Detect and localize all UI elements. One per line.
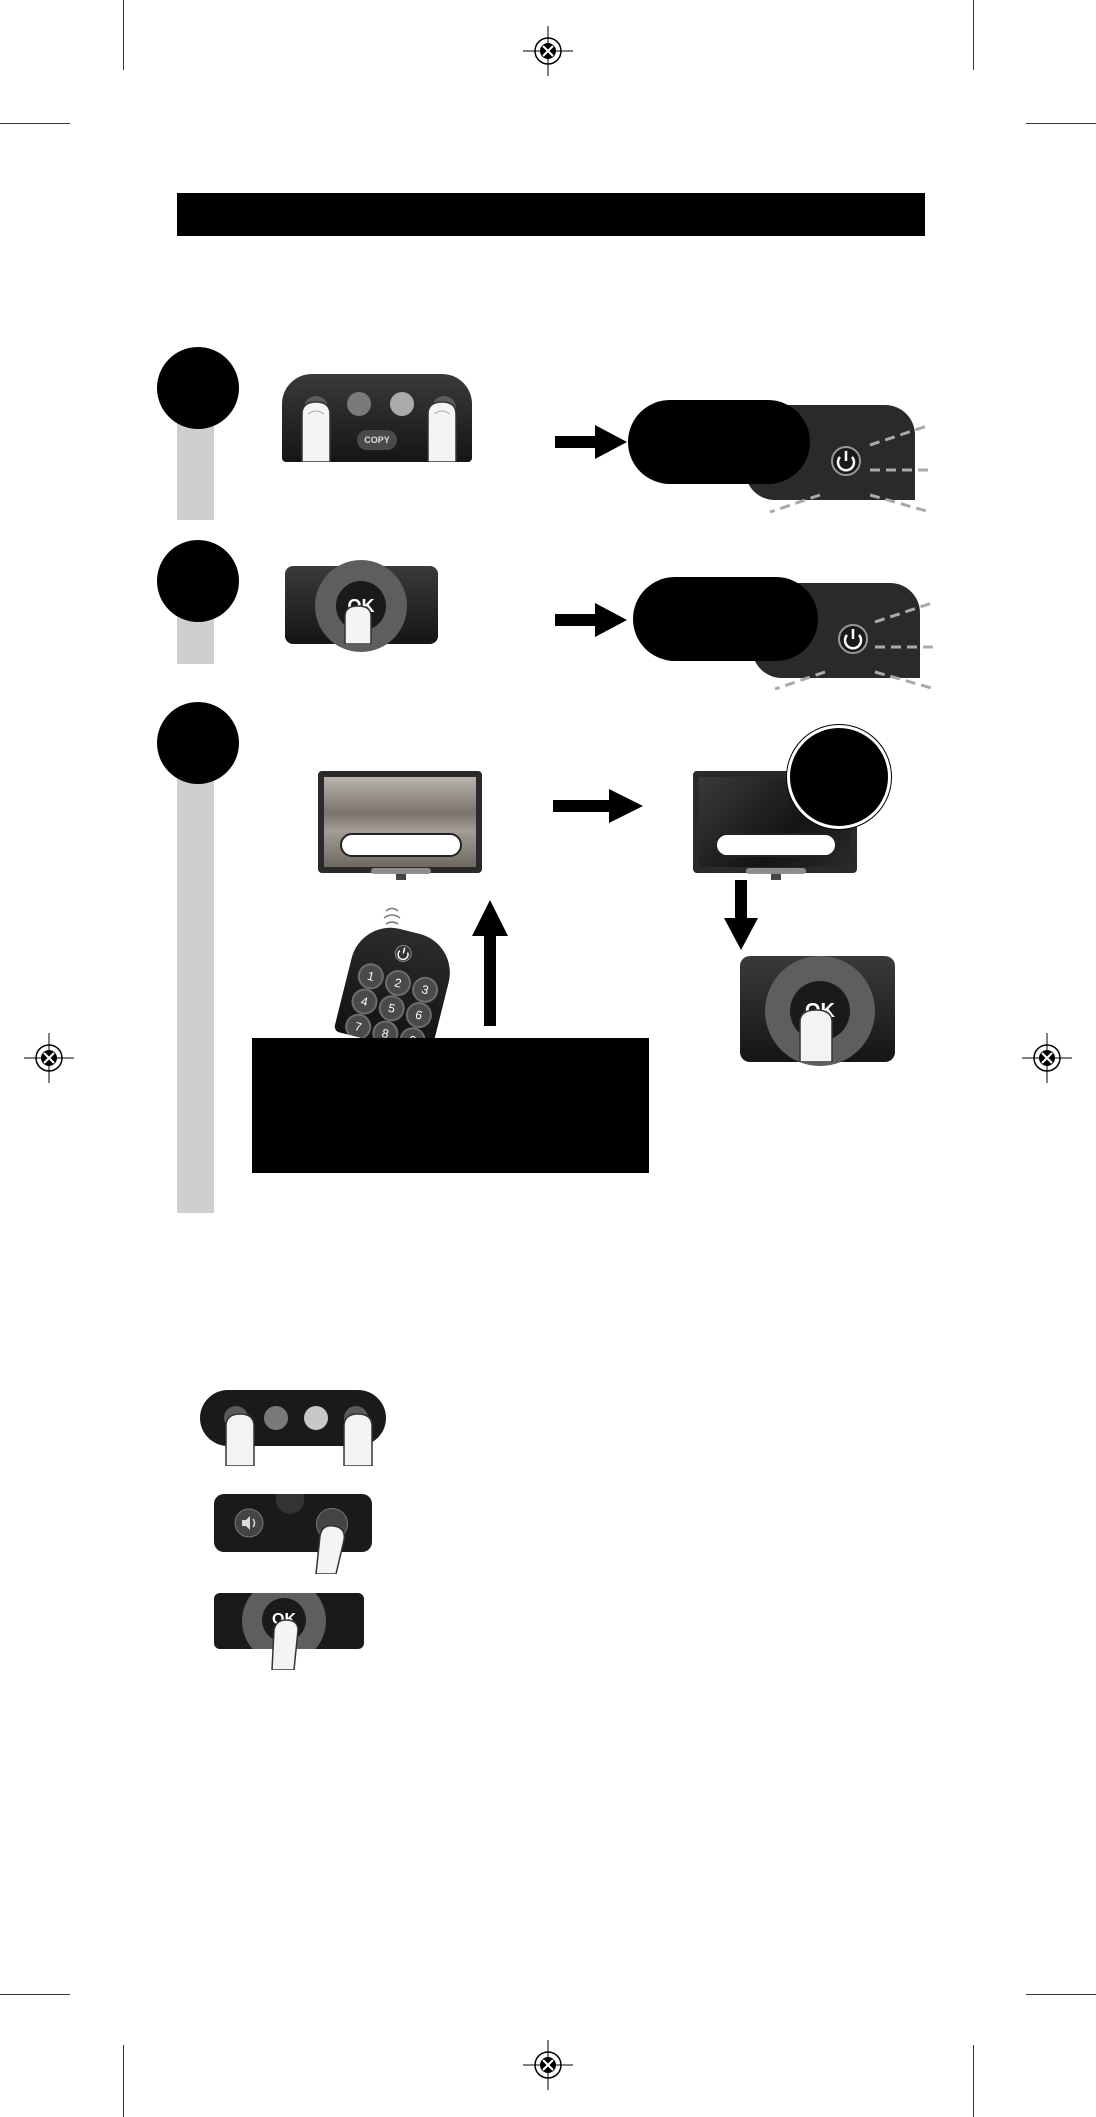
finger-press-icon [301, 401, 331, 462]
keypad-key-label: 4 [359, 993, 370, 1010]
remote-keypad-image: 1 2 3 4 5 6 7 8 9 [333, 919, 459, 1056]
tv-with-picture-image [318, 771, 482, 873]
colour-button-green [264, 1406, 288, 1430]
keypad-key-1: 1 [355, 960, 387, 993]
step-2-circle [157, 540, 239, 622]
remote-colour-keys-image: COPY [282, 374, 472, 462]
tv-neck [771, 868, 781, 880]
keypad-key-6: 6 [403, 999, 435, 1031]
keypad-key-label: 2 [393, 975, 403, 991]
crop-mark-bottom-left-h [0, 1994, 70, 1995]
crop-mark-bottom-left-v [123, 2045, 124, 2117]
arrow-right-icon [553, 789, 643, 823]
title-bar [177, 193, 925, 236]
power-icon [838, 624, 868, 654]
step-1-circle [157, 347, 239, 429]
keypad-key-5: 5 [375, 992, 408, 1025]
crop-mark-bottom-right-h [1026, 1994, 1096, 1995]
step-1-callout [628, 400, 810, 484]
registration-mark-icon [1022, 1033, 1072, 1083]
registration-mark-icon [523, 2040, 573, 2090]
arrow-right-icon [555, 603, 627, 637]
mute-button [276, 1494, 304, 1514]
led-glow-lines [774, 600, 936, 691]
step-3-caption-box [252, 1038, 649, 1173]
crop-mark-top-right-v [973, 0, 974, 70]
keypad-key-label: 3 [420, 982, 431, 998]
copy-button: COPY [357, 430, 397, 450]
step-2-callout [633, 577, 818, 661]
copy-label: COPY [364, 435, 390, 445]
power-icon [831, 446, 861, 476]
finger-press-icon [315, 1524, 346, 1574]
keypad-key-label: 7 [353, 1019, 364, 1035]
colour-button-green [347, 392, 371, 416]
tv-screen-label [715, 833, 837, 857]
tv-stand [371, 868, 431, 874]
ir-signal-icon [383, 907, 401, 925]
arrow-right-icon [555, 425, 627, 459]
power-icon [394, 944, 412, 962]
keypad-key-2: 2 [382, 967, 414, 999]
tv-indicator-circle [787, 725, 891, 829]
finger-press-icon [427, 401, 457, 462]
speaker-icon [234, 1508, 264, 1538]
keypad-key-label: 6 [413, 1007, 424, 1023]
step-3-circle [157, 702, 239, 784]
registration-mark-icon [523, 26, 573, 76]
remote-colour-keys-small-image [200, 1390, 386, 1466]
tv-stand [746, 868, 806, 874]
keypad-key-label: 5 [386, 1000, 397, 1016]
finger-press-icon [225, 1413, 255, 1466]
remote-volume-keys-image [214, 1494, 372, 1574]
crop-mark-bottom-right-v [973, 2045, 974, 2117]
crop-mark-top-right-h [1026, 123, 1096, 124]
registration-mark-icon [24, 1033, 74, 1083]
finger-press-icon [271, 1619, 299, 1670]
crop-mark-top-left-v [123, 0, 124, 70]
arrow-up-icon [472, 900, 508, 1026]
step-3-rail [177, 738, 214, 1213]
keypad-key-4: 4 [348, 985, 381, 1018]
led-glow-lines [769, 423, 931, 514]
tv-screen-label [340, 833, 462, 857]
finger-press-icon [344, 605, 372, 644]
keypad-key-label: 1 [365, 968, 376, 984]
remote-ok-key-image: OK [285, 560, 438, 652]
arrow-down-icon [724, 880, 758, 950]
tv-neck [396, 868, 406, 880]
colour-button-yellow [390, 392, 414, 416]
keypad-key-3: 3 [409, 974, 441, 1006]
finger-press-icon [799, 1009, 833, 1062]
colour-button-yellow [304, 1406, 328, 1430]
finger-press-icon [343, 1413, 373, 1466]
crop-mark-top-left-h [0, 123, 70, 124]
remote-ok-key-large-image: OK [740, 956, 895, 1066]
